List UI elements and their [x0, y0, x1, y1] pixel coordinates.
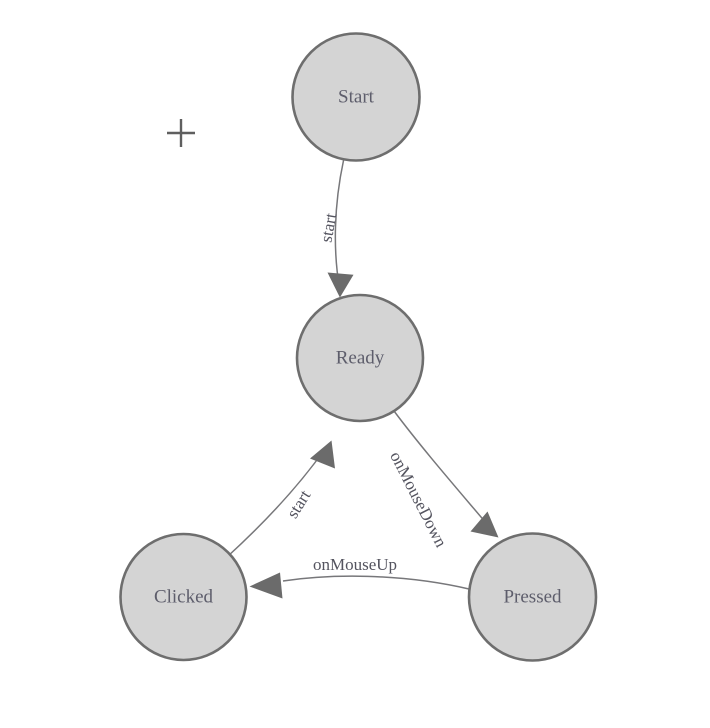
edge-label-start-to-ready: start — [317, 211, 341, 243]
node-pressed-circle[interactable] — [467, 532, 598, 662]
node-start-circle[interactable] — [291, 32, 421, 162]
edge-label-ready-to-pressed: onMouseDown — [386, 448, 451, 550]
edge-start-to-ready-arrowhead — [327, 272, 354, 298]
edge-ready-to-pressed: onMouseDown — [386, 410, 499, 551]
edge-pressed-to-clicked-path — [282, 575, 470, 590]
edge-label-pressed-to-clicked: onMouseUp — [313, 555, 397, 574]
edge-start-to-ready: start — [317, 160, 354, 298]
node-pressed[interactable]: Pressed — [467, 532, 598, 662]
edge-clicked-to-ready-arrowhead — [310, 440, 335, 469]
crosshair-icon[interactable] — [167, 119, 195, 147]
edge-pressed-to-clicked-arrowhead — [249, 572, 283, 599]
edge-clicked-to-ready: start — [226, 440, 335, 558]
node-ready[interactable]: Ready — [295, 293, 425, 423]
node-clicked-label: Clicked — [154, 586, 214, 607]
node-ready-label: Ready — [336, 347, 385, 368]
node-ready-circle[interactable] — [295, 293, 425, 423]
edge-ready-to-pressed-arrowhead — [470, 511, 499, 538]
node-clicked[interactable]: Clicked — [119, 532, 248, 662]
edge-label-clicked-to-ready: start — [283, 486, 315, 521]
node-start[interactable]: Start — [291, 32, 421, 162]
node-clicked-circle[interactable] — [119, 532, 248, 662]
node-pressed-label: Pressed — [503, 586, 562, 607]
node-start-label: Start — [338, 86, 375, 107]
edge-pressed-to-clicked: onMouseUp — [249, 555, 470, 599]
edge-ready-to-pressed-path — [393, 410, 493, 531]
edge-clicked-to-ready-path — [226, 448, 326, 558]
